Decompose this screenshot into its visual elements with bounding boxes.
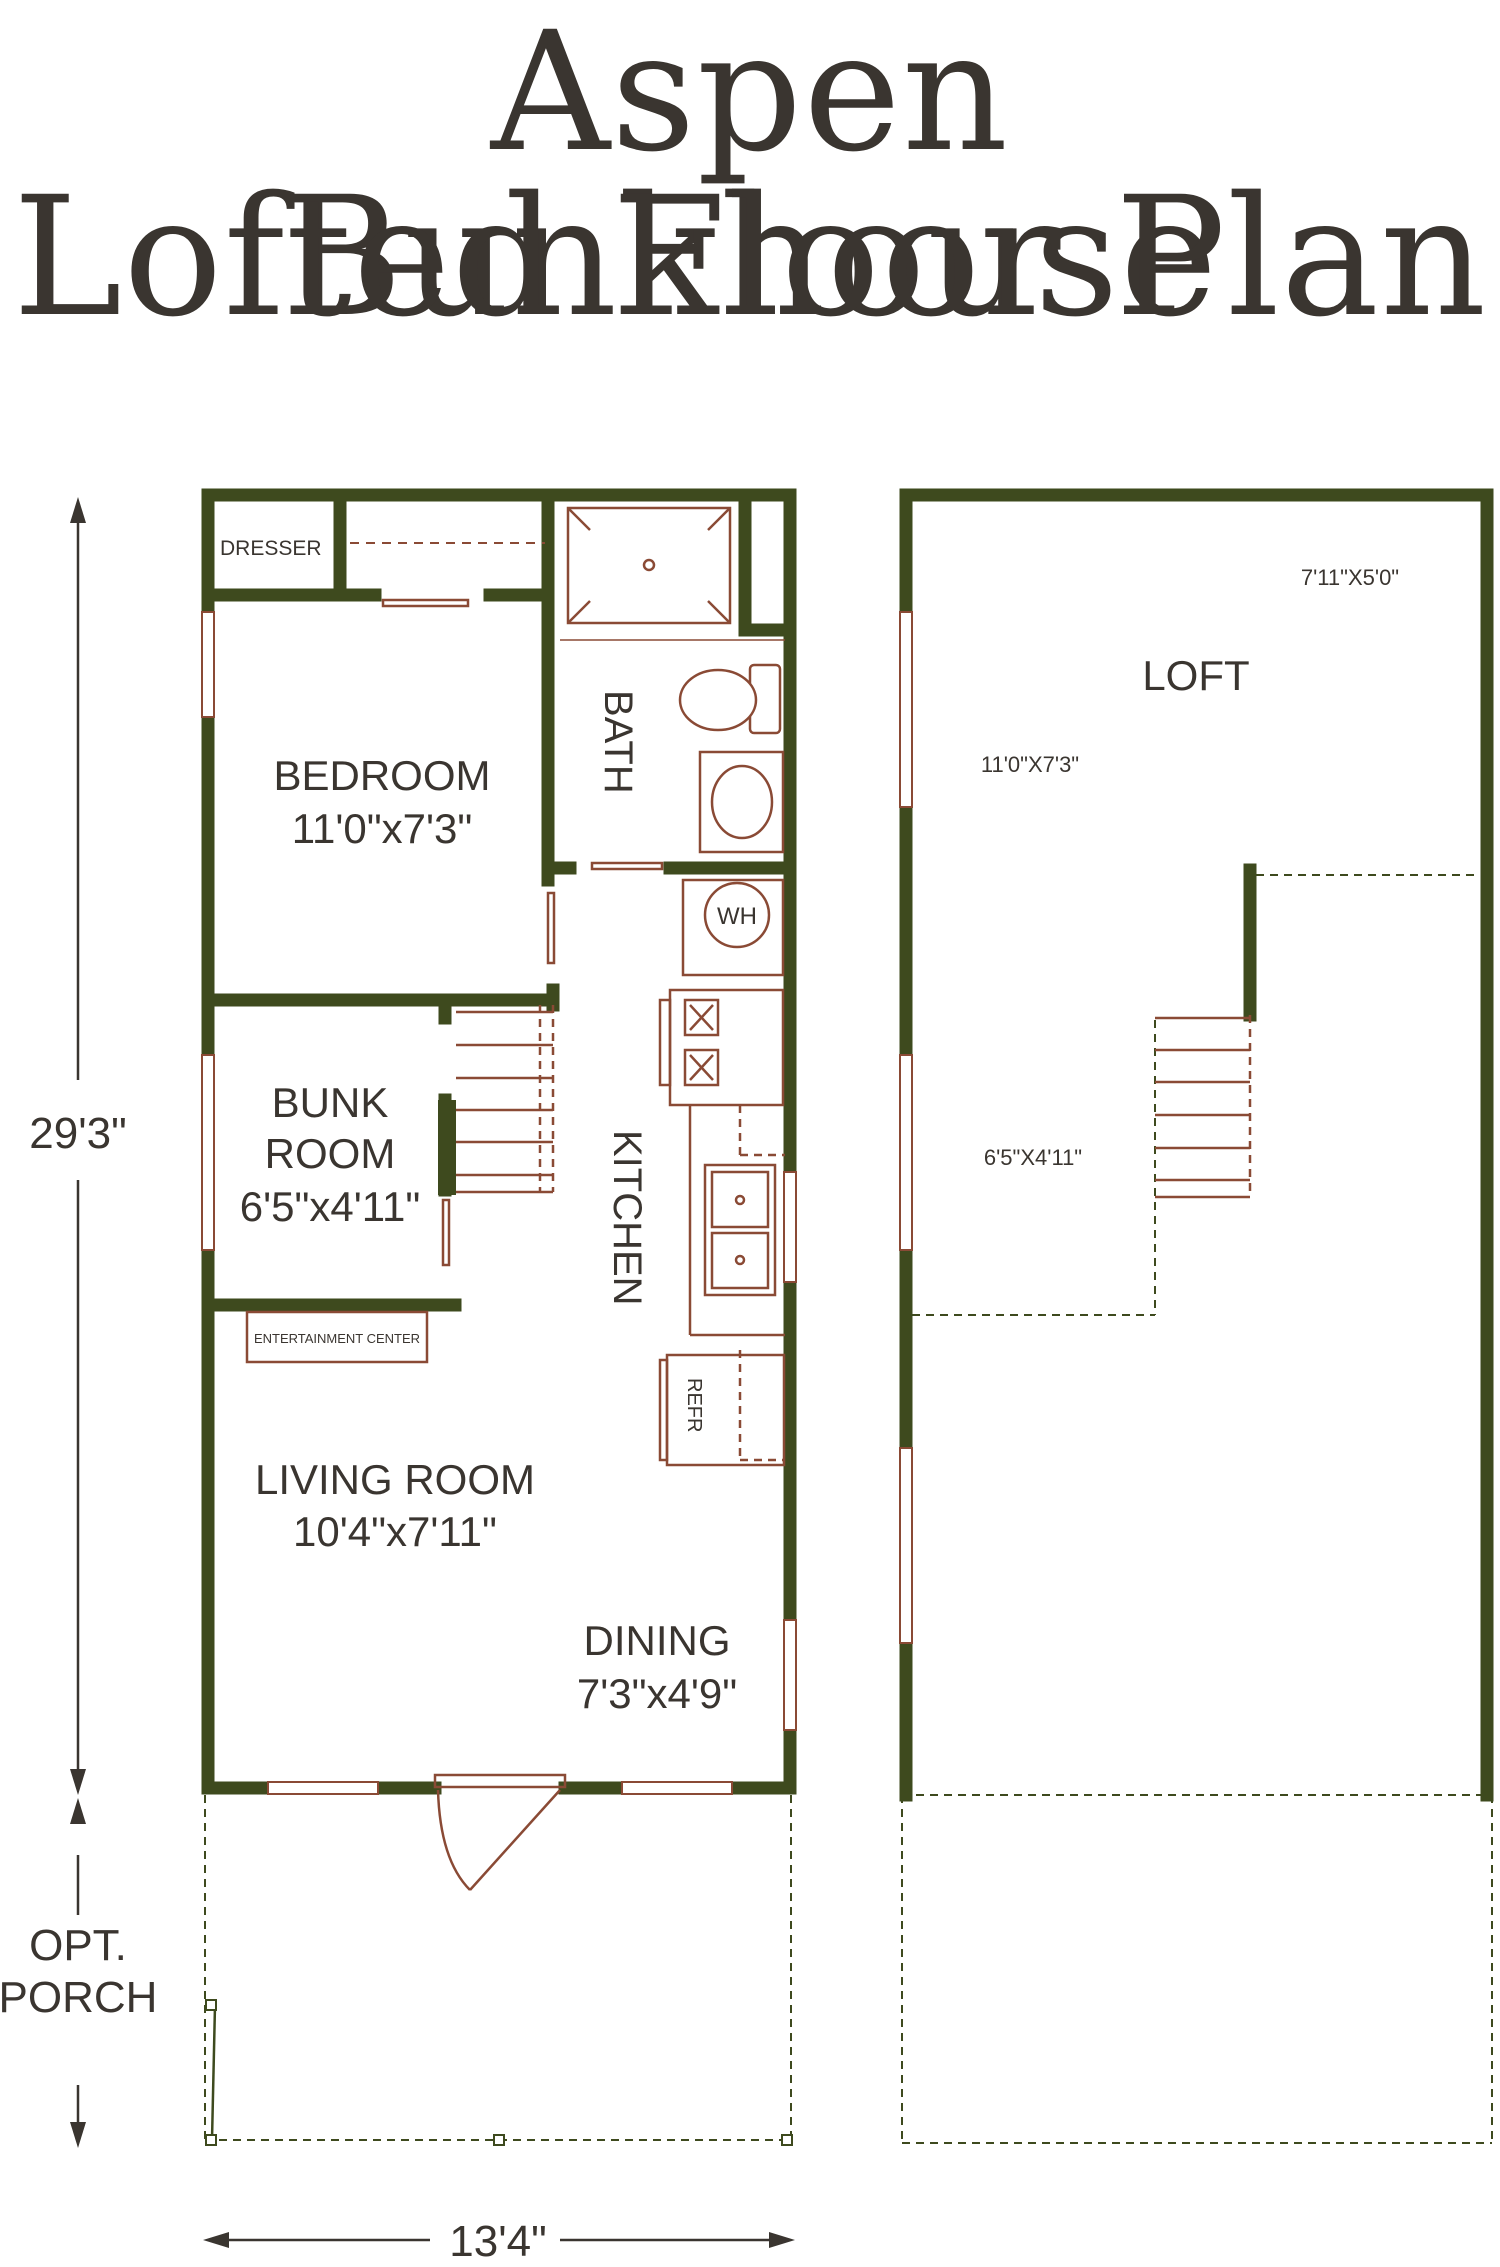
dimension-length bbox=[70, 497, 86, 2148]
entertainment-center-label: ENTERTAINMENT CENTER bbox=[254, 1331, 420, 1346]
length-label: 29'3" bbox=[29, 1109, 126, 1158]
range bbox=[658, 988, 785, 1107]
entertainment-center bbox=[245, 1310, 429, 1364]
bath-sink bbox=[698, 750, 785, 854]
loft-size-lower: 6'5"X4'11" bbox=[984, 1145, 1082, 1170]
dresser-label: DRESSER bbox=[220, 537, 322, 560]
water-heater bbox=[681, 878, 785, 977]
dining-size: 7'3"x4'9" bbox=[577, 1670, 737, 1717]
water-heater-label: WH bbox=[717, 903, 757, 930]
porch-label-line1: OPT. bbox=[29, 1921, 127, 1970]
bunk-room-size: 6'5"x4'11" bbox=[240, 1183, 421, 1230]
bath-label: BATH bbox=[596, 690, 640, 794]
width-label: 13'4" bbox=[449, 2217, 546, 2266]
porch-label-line2: PORCH bbox=[0, 1973, 157, 2022]
bedroom-label: BEDROOM bbox=[273, 752, 490, 799]
title-line-2: Lofted Floor Plan bbox=[12, 161, 1488, 353]
shower bbox=[560, 506, 785, 641]
optional-porch bbox=[204, 1795, 793, 2146]
loft-size-top: 7'11"X5'0" bbox=[1301, 565, 1399, 590]
title-line-1: Aspen Bunkhouse bbox=[281, 0, 1219, 353]
kitchen-sink bbox=[703, 1163, 777, 1297]
dimension-width bbox=[203, 2232, 795, 2248]
refrigerator bbox=[658, 1350, 786, 1467]
loft-opening bbox=[912, 874, 1480, 1316]
loft-windows bbox=[899, 611, 913, 1644]
main-floor-windows bbox=[201, 611, 797, 1795]
refrigerator-label: REFR bbox=[683, 1378, 705, 1432]
dining-label: DINING bbox=[584, 1617, 731, 1664]
kitchen-label: KITCHEN bbox=[605, 1130, 649, 1306]
toilet bbox=[678, 663, 782, 735]
bedroom-size: 11'0"x7'3" bbox=[292, 805, 473, 852]
main-stairs bbox=[456, 1005, 555, 1194]
loft-size-left: 11'0"X7'3" bbox=[981, 752, 1079, 777]
living-room-label: LIVING ROOM bbox=[255, 1456, 535, 1503]
bunk-room-label-line2: ROOM bbox=[265, 1130, 396, 1177]
kitchen-counter bbox=[688, 1105, 785, 1337]
main-floor-doors bbox=[381, 598, 664, 1891]
bunk-room-label-line1: BUNK bbox=[272, 1079, 389, 1126]
living-room-size: 10'4"x7'11" bbox=[293, 1508, 497, 1555]
loft-porch-outline bbox=[901, 1794, 1493, 2144]
loft-stairs bbox=[1155, 1015, 1252, 1199]
bunk-wall-segment bbox=[438, 1100, 456, 1195]
loft-label: LOFT bbox=[1142, 652, 1249, 699]
